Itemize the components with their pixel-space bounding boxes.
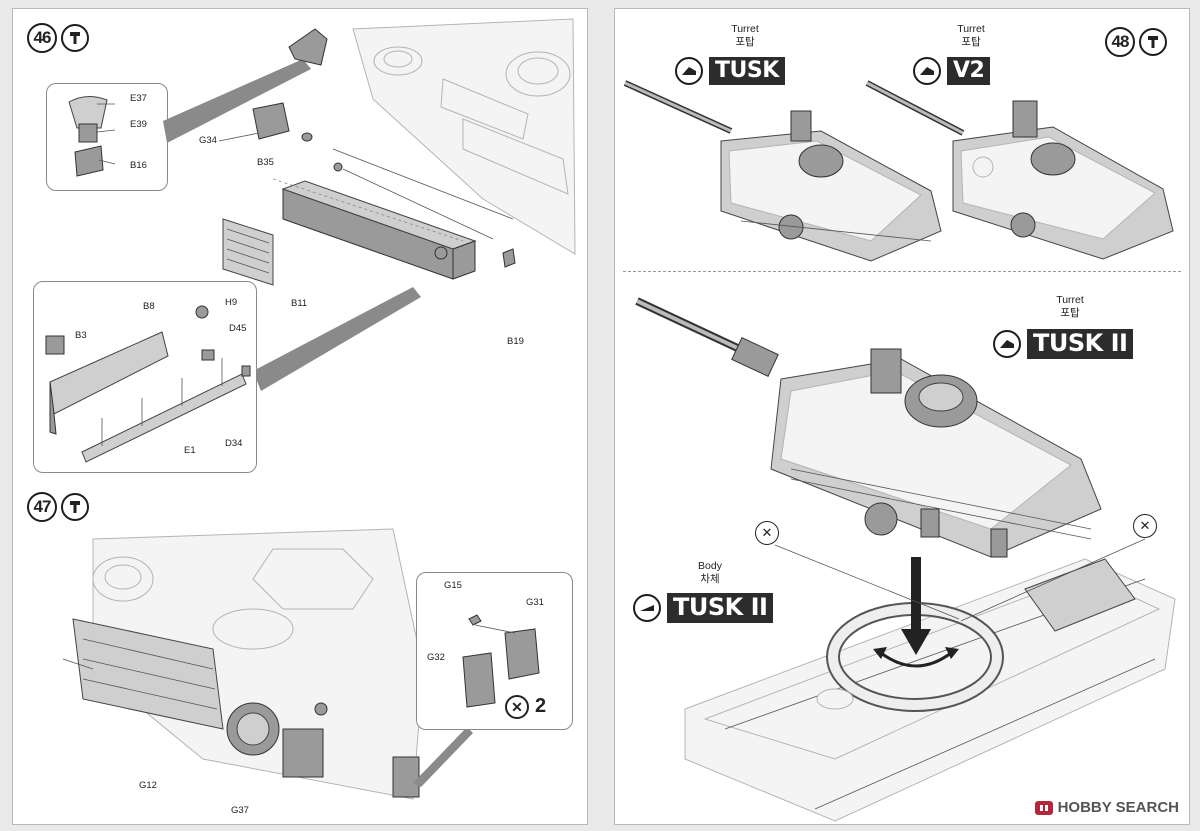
hull-ghost-drawing [352, 18, 576, 255]
part-label: G37 [231, 805, 249, 816]
variant-caption: Turret 포탑 [715, 23, 775, 49]
variant-label: V2 [947, 57, 991, 86]
part-label: G12 [139, 780, 157, 791]
caption-ko: 포탑 [1060, 307, 1080, 319]
part-label: B8 [143, 301, 155, 312]
part-label: G34 [199, 135, 217, 146]
inset-side-rail-assembly [33, 281, 257, 473]
part-label: E1 [184, 445, 196, 456]
part-label: E39 [130, 119, 147, 130]
part-label: D34 [225, 438, 243, 449]
stowage-box-drawing [222, 148, 516, 286]
callout-beam [253, 287, 421, 391]
turret-variant-icon [993, 330, 1021, 359]
variant-v2: V2 [913, 57, 991, 86]
part-label: G31 [526, 597, 544, 608]
body-caption: Body 차체 [685, 560, 735, 586]
step-number: 48 [1105, 27, 1135, 57]
multiply-circle-icon: ✕ [505, 695, 529, 719]
down-arrow-icon [901, 557, 931, 655]
part-label: B3 [75, 330, 87, 341]
turret-variant-icon [675, 57, 703, 86]
right-instruction-page: 48 Turret 포탑 TUSK Turret 포탑 V2 [614, 8, 1190, 825]
step-48-header: 48 [1105, 27, 1167, 57]
part-g34-drawing [218, 102, 313, 142]
body-tusk2-label: TUSK II [633, 593, 774, 624]
variant-tusk: TUSK [675, 57, 785, 86]
variant-label: TUSK II [1027, 329, 1134, 360]
variant-label: TUSK II [667, 593, 774, 624]
part-label: G15 [444, 580, 462, 591]
hobby-search-logo-icon [1034, 800, 1053, 815]
part-label: G32 [427, 652, 445, 663]
step-number: 47 [27, 492, 57, 522]
part-label: B16 [130, 160, 147, 171]
inset-headlight-assembly [46, 83, 168, 191]
hobby-search-watermark: HOBBY SEARCH [1034, 799, 1179, 816]
part-e37-drawing [288, 28, 328, 66]
glue-tube-icon [1139, 28, 1167, 56]
callout-beam [163, 59, 311, 143]
repeat-count: 2 [535, 695, 547, 717]
section-divider [623, 271, 1181, 272]
part-label: B19 [507, 336, 524, 347]
do-not-glue-icon: ✕ [755, 521, 779, 545]
step-47-header: 47 [27, 492, 89, 522]
do-not-glue-icon: ✕ [1133, 514, 1157, 538]
left-instruction-page: 46 E37 E39 B16 [12, 8, 588, 825]
caption-en: Turret [1056, 294, 1084, 306]
turret-tusk2-drawing [635, 297, 1102, 558]
callout-beam [413, 727, 473, 787]
turret-tusk-drawing [623, 80, 942, 262]
variant-caption: Turret 포탑 [941, 23, 1001, 49]
watermark-text: HOBBY SEARCH [1057, 799, 1179, 816]
caption-ko: 포탑 [961, 36, 981, 48]
caption-en: Body [698, 560, 722, 572]
part-label: B11 [291, 298, 308, 309]
turret-caption: Turret 포탑 [1035, 294, 1105, 320]
caption-en: Turret [731, 23, 759, 35]
inset-jerry-can-assembly: ✕ 2 [416, 572, 573, 730]
part-label: D45 [229, 323, 247, 334]
part-label: E37 [130, 93, 147, 104]
variant-label: TUSK [709, 57, 785, 86]
caption-ko: 차체 [700, 573, 720, 585]
hull-ghost-drawing [62, 528, 424, 800]
turret-tusk2-label: TUSK II [993, 329, 1134, 360]
hull-variant-icon [633, 594, 661, 623]
glue-tube-icon [61, 24, 89, 52]
rotation-arrow-icon [873, 647, 959, 668]
glue-tube-icon [61, 493, 89, 521]
turret-variant-icon [913, 57, 941, 86]
leader-line [774, 538, 1146, 622]
caption-en: Turret [957, 23, 985, 35]
step-number: 46 [27, 23, 57, 53]
step-46-header: 46 [27, 23, 89, 53]
part-label: B35 [257, 157, 274, 168]
part-label: H9 [225, 297, 238, 308]
turret-v2-drawing [865, 80, 1174, 260]
caption-ko: 포탑 [735, 36, 755, 48]
